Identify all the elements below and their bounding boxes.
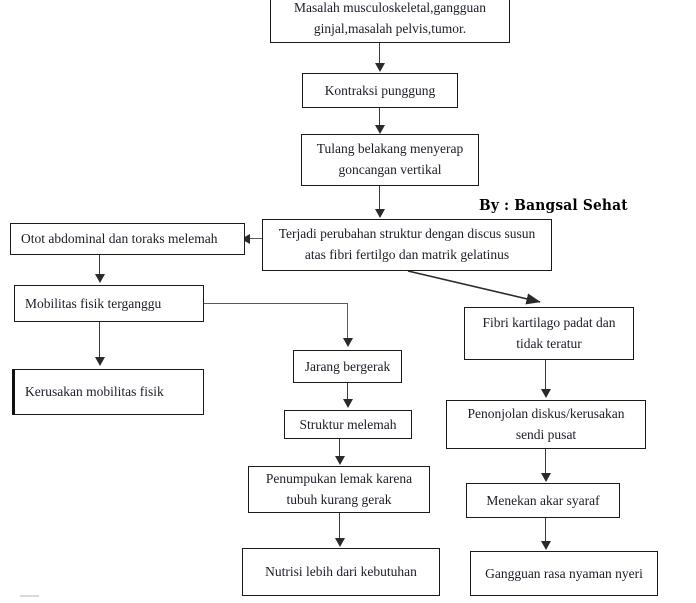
- edge-jarang-to-struktur-arrow: [343, 399, 353, 408]
- node-label: Tulang belakang menyerap goncangan verti…: [316, 141, 464, 177]
- node-menekan-akar-syaraf[interactable]: Menekan akar syaraf: [466, 483, 620, 518]
- edge-terjadi-to-fibri-diagonal: [407, 270, 541, 305]
- node-terjadi-perubahan-struktur[interactable]: Terjadi perubahan struktur dengan discus…: [262, 219, 552, 271]
- node-mobilitas-fisik-terganggu[interactable]: Mobilitas fisik terganggu: [14, 285, 204, 322]
- node-label: Penonjolan diskus/kerusakan sendi pusat: [467, 405, 625, 442]
- node-jarang-bergerak[interactable]: Jarang bergerak: [293, 350, 402, 383]
- edge-kontraksi-to-tulang-arrow: [375, 125, 385, 134]
- node-kontraksi-punggung[interactable]: Kontraksi punggung: [302, 73, 458, 108]
- node-otot-abdominal-toraks-melemah[interactable]: Otot abdominal dan toraks melemah: [10, 223, 245, 255]
- edge-jarang-to-struktur-line: [347, 383, 349, 400]
- edge-mobilitas-to-jarang-arrow: [343, 338, 353, 347]
- edge-mobilitas-to-jarang-vertical: [347, 303, 349, 339]
- edge-masalah-to-kontraksi-arrow: [375, 63, 385, 72]
- scan-artifact-mark: [20, 595, 39, 597]
- node-label: Menekan akar syaraf: [486, 492, 600, 508]
- edge-otot-to-mobilitas-line: [99, 255, 101, 275]
- edge-mobilitas-to-kerusakan-arrow: [95, 357, 105, 366]
- edge-menekan-to-gangguan-line: [545, 518, 547, 542]
- node-penonjolan-diskus[interactable]: Penonjolan diskus/kerusakan sendi pusat: [446, 400, 646, 449]
- node-label: Masalah musculoskeletal,gangguan ginjal,…: [294, 0, 486, 36]
- edge-penumpukan-to-nutrisi-arrow: [335, 538, 345, 547]
- edge-terjadi-to-otot-arrow: [241, 234, 250, 244]
- node-label: Otot abdominal dan toraks melemah: [21, 231, 218, 247]
- node-label: Nutrisi lebih dari kebutuhan: [265, 564, 417, 580]
- edge-penonjolan-to-menekan-line: [545, 449, 547, 474]
- edge-mobilitas-to-jarang-horizontal: [204, 303, 348, 305]
- edge-terjadi-to-otot-line: [250, 238, 264, 240]
- node-kerusakan-mobilitas-fisik[interactable]: Kerusakan mobilitas fisik: [12, 369, 204, 415]
- node-label: Kerusakan mobilitas fisik: [25, 384, 164, 400]
- edge-kontraksi-to-tulang-line: [379, 108, 381, 126]
- node-nutrisi-lebih-dari-kebutuhan[interactable]: Nutrisi lebih dari kebutuhan: [242, 548, 440, 596]
- edge-menekan-to-gangguan-arrow: [541, 541, 551, 550]
- edge-penonjolan-to-menekan-arrow: [541, 473, 551, 482]
- node-label: Fibri kartilago padat dan tidak teratur: [482, 314, 616, 351]
- node-label: Kontraksi punggung: [324, 82, 436, 98]
- node-label: Mobilitas fisik terganggu: [25, 295, 162, 311]
- node-gangguan-rasa-nyaman-nyeri[interactable]: Gangguan rasa nyaman nyeri: [470, 551, 658, 596]
- edge-fibri-to-penonjolan-line: [545, 360, 547, 390]
- node-masalah-musculoskeletal[interactable]: Masalah musculoskeletal,gangguan ginjal,…: [270, 0, 510, 43]
- edge-masalah-to-kontraksi-line: [379, 43, 381, 64]
- edge-otot-to-mobilitas-arrow: [95, 274, 105, 283]
- edge-mobilitas-to-kerusakan-line: [99, 322, 101, 358]
- edge-tulang-to-terjadi-line: [379, 186, 381, 210]
- node-label: Penumpukan lemak karena tubuh kurang ger…: [265, 470, 413, 507]
- node-fibri-kartilago-padat[interactable]: Fibri kartilago padat dan tidak teratur: [464, 307, 634, 360]
- edge-penumpukan-to-nutrisi-line: [339, 513, 341, 539]
- node-label: Jarang bergerak: [304, 358, 391, 374]
- edge-struktur-to-penumpukan-arrow: [335, 456, 345, 465]
- edge-tulang-to-terjadi-arrow: [375, 209, 385, 218]
- node-label: Struktur melemah: [299, 416, 397, 432]
- node-label: Terjadi perubahan struktur dengan discus…: [278, 226, 536, 262]
- credit-label: By : Bangsal Sehat: [479, 196, 628, 214]
- edge-struktur-to-penumpukan-line: [339, 439, 341, 457]
- node-penumpukan-lemak[interactable]: Penumpukan lemak karena tubuh kurang ger…: [248, 466, 430, 513]
- edge-fibri-to-penonjolan-arrow: [541, 389, 551, 398]
- node-tulang-belakang-menyerap[interactable]: Tulang belakang menyerap goncangan verti…: [301, 134, 479, 186]
- node-struktur-melemah[interactable]: Struktur melemah: [284, 410, 412, 439]
- node-label: Gangguan rasa nyaman nyeri: [485, 565, 643, 581]
